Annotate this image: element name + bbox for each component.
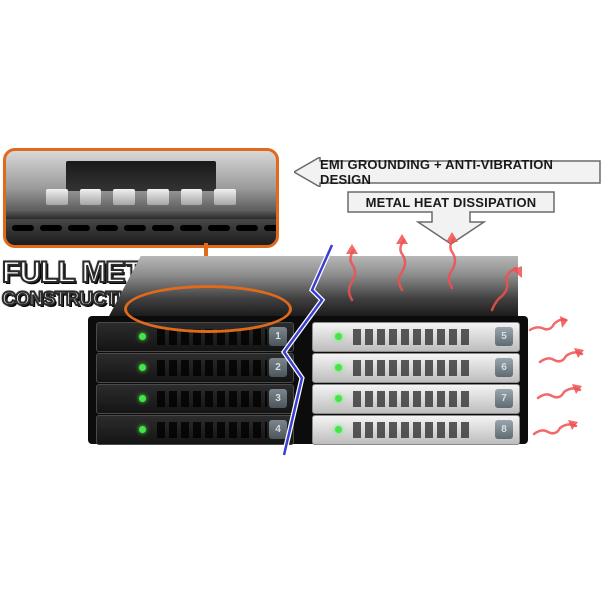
- status-led-icon: [139, 364, 146, 371]
- contact-pin: [147, 189, 169, 205]
- highlight-ellipse: [124, 285, 292, 333]
- bay-grill: [157, 391, 267, 407]
- status-led-icon: [335, 426, 342, 433]
- bay-grill: [157, 422, 267, 438]
- heat-arrow-banner: METAL HEAT DISSIPATION: [346, 190, 556, 246]
- down-arrow-icon: [347, 191, 555, 245]
- bay-grill: [353, 391, 473, 407]
- bay-grill: [157, 360, 267, 376]
- drive-bay[interactable]: 8: [312, 415, 520, 445]
- bay-number: 4: [269, 420, 287, 439]
- zoom-inset-photo: [3, 148, 279, 248]
- left-arrow-icon: [294, 157, 601, 187]
- bay-grill: [353, 360, 473, 376]
- bay-grill: [157, 329, 267, 345]
- emi-arrow-banner: EMI GROUNDING + ANTI-VIBRATION DESIGN: [294, 157, 604, 187]
- drive-enclosure: 1 2 3 4 5 6 7: [88, 256, 528, 456]
- bay-number: 6: [495, 358, 513, 377]
- drive-bay[interactable]: 5: [312, 322, 520, 352]
- bay-number: 5: [495, 327, 513, 346]
- contact-pin: [113, 189, 136, 205]
- inset-plate: [66, 161, 216, 191]
- bay-grill: [353, 329, 473, 345]
- bay-number: 1: [269, 327, 287, 346]
- status-led-icon: [335, 364, 342, 371]
- bay-number: 3: [269, 389, 287, 408]
- inset-vents: [12, 225, 276, 231]
- enclosure-front-panel: 1 2 3 4 5 6 7: [88, 316, 528, 445]
- status-led-icon: [139, 395, 146, 402]
- status-led-icon: [335, 333, 342, 340]
- heat-label: METAL HEAT DISSIPATION: [365, 194, 537, 210]
- status-led-icon: [139, 426, 146, 433]
- drive-bay[interactable]: 7: [312, 384, 520, 414]
- status-led-icon: [139, 333, 146, 340]
- bay-grill: [353, 422, 473, 438]
- contact-pin: [79, 189, 102, 205]
- drive-bay[interactable]: 2: [96, 353, 294, 383]
- drive-bay[interactable]: 6: [312, 353, 520, 383]
- headline-line2: CONSTRUCTION: [1, 289, 151, 310]
- contact-pin: [180, 189, 203, 205]
- inset-rail: [6, 209, 276, 219]
- inset-grounding-contacts: [46, 189, 237, 209]
- bay-number: 2: [269, 358, 287, 377]
- contact-pin: [214, 189, 237, 205]
- drive-bay[interactable]: 3: [96, 384, 294, 414]
- contact-pin: [46, 189, 68, 205]
- drive-bay[interactable]: 4: [96, 415, 294, 445]
- emi-label: EMI GROUNDING + ANTI-VIBRATION DESIGN: [320, 157, 554, 187]
- status-led-icon: [335, 395, 342, 402]
- bay-number: 7: [495, 389, 513, 408]
- bay-number: 8: [495, 420, 513, 439]
